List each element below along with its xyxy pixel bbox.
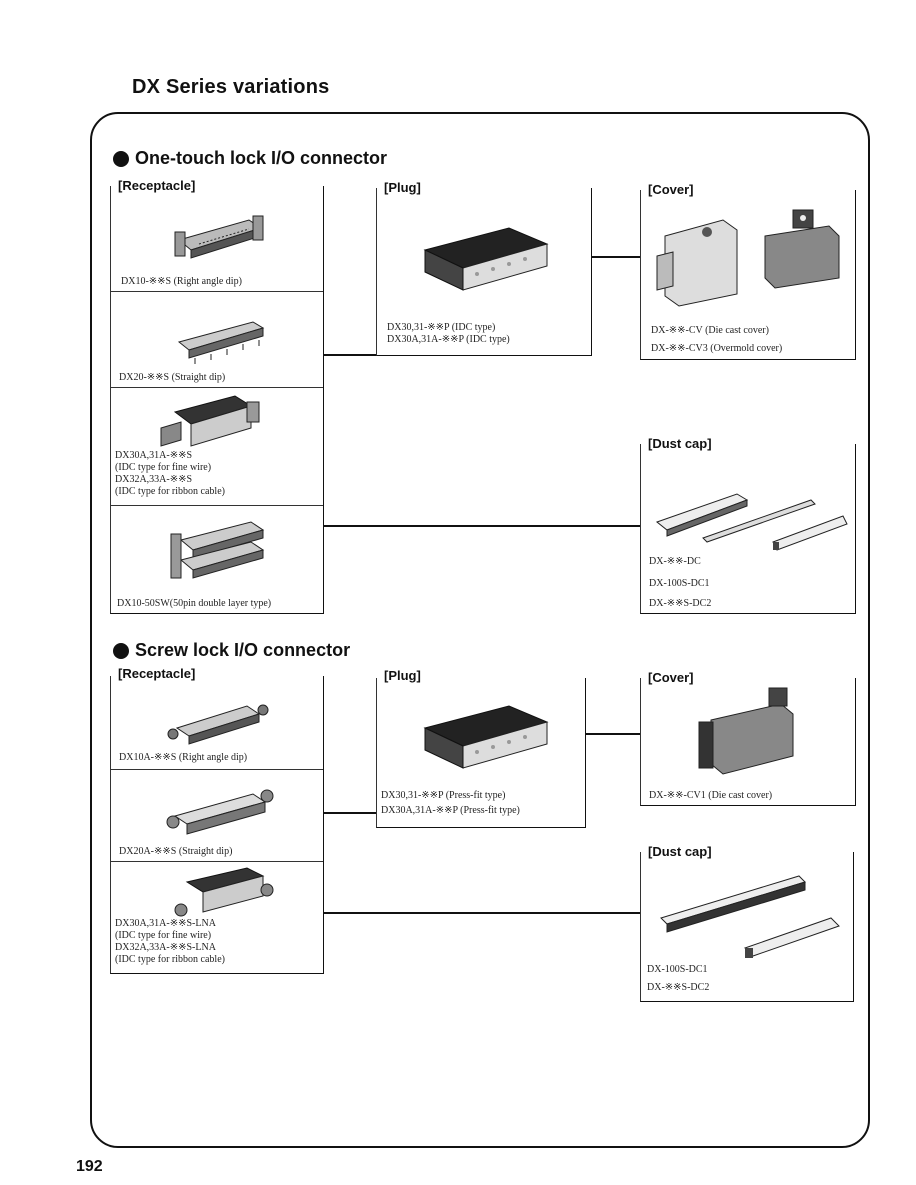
connector-line <box>323 525 640 527</box>
connector-line <box>586 733 640 735</box>
connector-idc-image <box>174 867 274 917</box>
cover-group: DX-※※-CV1 (Die cast cover) <box>640 678 856 806</box>
plug-caption: DX30,31-※※P (IDC type) DX30A,31A-※※P (ID… <box>387 322 510 345</box>
connector-line <box>323 912 640 914</box>
receptacle-caption: DX10-50SW(50pin double layer type) <box>117 598 272 609</box>
connector-line <box>592 256 640 258</box>
cover-label: [Cover] <box>646 182 696 197</box>
connector-double-layer-image <box>170 521 265 579</box>
plug-image <box>423 227 549 291</box>
connector-right-angle-image <box>174 215 264 259</box>
cover-image <box>656 209 840 307</box>
receptacle-label: [Receptacle] <box>116 666 198 681</box>
receptacle-caption: DX20-※※S (Straight dip) <box>119 372 226 383</box>
dust-cap-caption: DX-※※S-DC2 <box>649 598 712 609</box>
connector-idc-image <box>160 395 260 447</box>
connector-line <box>323 354 376 356</box>
receptacle-item: DX20A-※※S (Straight dip) <box>111 770 323 862</box>
dust-cap-group: DX-※※-DC DX-100S-DC1 DX-※※S-DC2 <box>640 444 856 614</box>
cover-caption: DX-※※-CV1 (Die cast cover) <box>649 790 773 801</box>
dust-cap-image <box>660 875 840 958</box>
receptacle-item: DX10-※※S (Right angle dip) <box>111 186 323 292</box>
connector-right-angle-image <box>167 704 269 745</box>
section-title-one-touch: One-touch lock I/O connector <box>113 148 387 169</box>
receptacle-item: DX30A,31A-※※S (IDC type for fine wire) D… <box>111 388 323 506</box>
dust-cap-caption: DX-※※S-DC2 <box>647 982 710 993</box>
dust-cap-caption: DX-※※-DC <box>649 556 701 567</box>
receptacle-caption: DX30A,31A-※※S (IDC type for fine wire) D… <box>115 450 225 497</box>
cover-image <box>698 687 794 775</box>
content-frame <box>90 112 870 1148</box>
receptacle-item: DX20-※※S (Straight dip) <box>111 292 323 388</box>
receptacle-group: DX10A-※※S (Right angle dip) DX20A-※※S (S… <box>110 676 324 974</box>
plug-caption: DX30,31-※※P (Press-fit type) DX30A,31A-※… <box>381 790 520 816</box>
cover-caption: DX-※※-CV (Die cast cover) DX-※※-CV3 (Ove… <box>651 325 783 354</box>
section-title-text: One-touch lock I/O connector <box>135 148 388 168</box>
dust-cap-label: [Dust cap] <box>646 844 714 859</box>
cover-group: DX-※※-CV (Die cast cover) DX-※※-CV3 (Ove… <box>640 190 856 360</box>
plug-label: [Plug] <box>382 668 423 683</box>
receptacle-label: [Receptacle] <box>116 178 198 193</box>
dust-cap-caption: DX-100S-DC1 <box>647 964 708 975</box>
dust-cap-image <box>655 493 848 551</box>
receptacle-item: DX10A-※※S (Right angle dip) <box>111 676 323 770</box>
connector-line <box>323 812 376 814</box>
connector-straight-image <box>166 789 274 835</box>
receptacle-caption: DX20A-※※S (Straight dip) <box>119 846 233 857</box>
plug-group: DX30,31-※※P (Press-fit type) DX30A,31A-※… <box>376 678 586 828</box>
receptacle-caption: DX10-※※S (Right angle dip) <box>121 276 242 287</box>
section-title-screw-lock: Screw lock I/O connector <box>113 640 350 661</box>
page-number: 192 <box>76 1158 103 1175</box>
receptacle-item: DX30A,31A-※※S-LNA (IDC type for fine wir… <box>111 862 323 972</box>
page-title: DX Series variations <box>132 76 330 98</box>
plug-label: [Plug] <box>382 180 423 195</box>
bullet-icon <box>113 642 129 659</box>
connector-straight-image <box>177 321 265 364</box>
dust-cap-group: DX-100S-DC1 DX-※※S-DC2 <box>640 852 854 1002</box>
plug-group: DX30,31-※※P (IDC type) DX30A,31A-※※P (ID… <box>376 188 592 356</box>
dust-cap-label: [Dust cap] <box>646 436 714 451</box>
bullet-icon <box>113 150 129 167</box>
receptacle-caption: DX10A-※※S (Right angle dip) <box>119 752 248 763</box>
cover-label: [Cover] <box>646 670 696 685</box>
section-title-text: Screw lock I/O connector <box>135 640 351 660</box>
receptacle-item: DX10-50SW(50pin double layer type) <box>111 506 323 612</box>
dust-cap-caption: DX-100S-DC1 <box>649 578 710 589</box>
receptacle-caption: DX30A,31A-※※S-LNA (IDC type for fine wir… <box>115 918 225 965</box>
plug-image <box>423 705 549 769</box>
receptacle-group: DX10-※※S (Right angle dip) DX20-※※S (Str… <box>110 186 324 614</box>
